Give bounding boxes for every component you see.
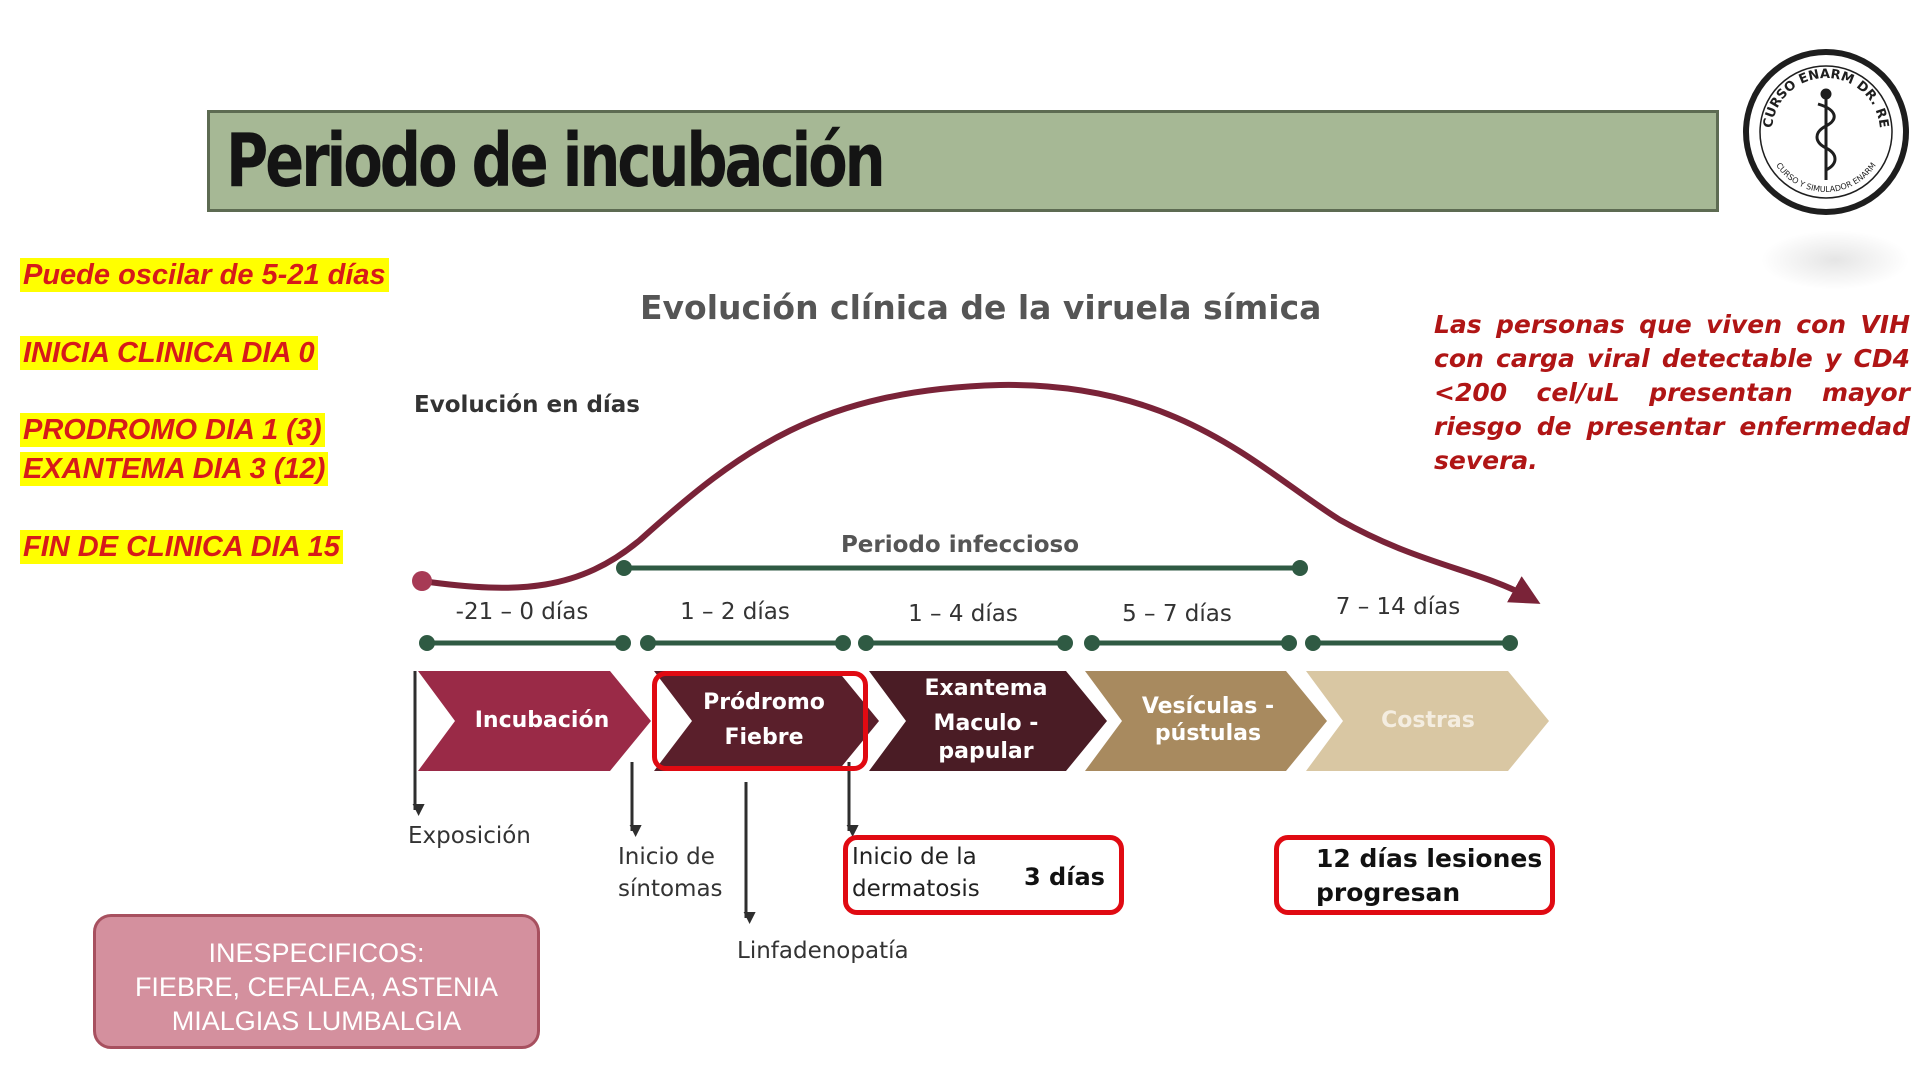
stage-prodrome-line2: Fiebre — [724, 725, 803, 750]
range-label-prodrome: 1 – 2 días — [680, 599, 790, 625]
lesions-progress-line2: progresan — [1316, 878, 1460, 907]
stage-prodrome-line1: Pródromo — [703, 690, 825, 715]
stage-vesicles-line1: Vesículas - — [1142, 694, 1274, 719]
evolution-curve — [421, 381, 1541, 604]
lesions-highlight-box — [1274, 835, 1555, 915]
note-incubation-range: Puede oscilar de 5-21 días — [20, 258, 389, 292]
stage-exanthem-line3: papular — [938, 739, 1033, 764]
symptom-onset-line1: Inicio de — [618, 844, 715, 870]
curve-start-dot — [412, 571, 432, 591]
infectious-period-label: Periodo infeccioso — [841, 532, 1079, 558]
range-label-exanthem: 1 – 4 días — [908, 601, 1018, 627]
nonspecific-line1: INESPECIFICOS: — [208, 938, 425, 968]
stage-incubation-label: Incubación — [475, 708, 610, 733]
nonspecific-symptoms-box: INESPECIFICOS: FIEBRE, CEFALEA, ASTENIA … — [93, 914, 540, 1049]
diagram-title: Evolución clínica de la viruela símica — [640, 288, 1322, 327]
stage-crusts — [1306, 671, 1549, 771]
infectious-start-dot — [616, 560, 632, 576]
lesions-progress-line1: 12 días lesiones — [1316, 844, 1542, 873]
lymphadenopathy-label: Linfadenopatía — [737, 938, 909, 964]
range-label-incubation: -21 – 0 días — [456, 599, 589, 625]
note-clinic-end: FIN DE CLINICA DIA 15 — [20, 530, 343, 564]
nonspecific-line2: FIEBRE, CEFALEA, ASTENIA — [134, 972, 499, 1002]
stage-incubation — [418, 671, 651, 771]
stage-prodrome — [654, 671, 879, 771]
infectious-end-dot — [1292, 560, 1308, 576]
stage-exanthem — [869, 671, 1107, 771]
range-label-crusts: 7 – 14 días — [1336, 594, 1460, 620]
stage-exanthem-line2: Maculo - — [934, 711, 1039, 736]
dermatosis-days-label: 3 días — [1024, 863, 1105, 891]
note-clinic-start: INICIA CLINICA DIA 0 — [20, 336, 318, 370]
note-prodrome: PRODROMO DIA 1 (3) — [20, 413, 325, 447]
page-title: Periodo de incubación — [226, 118, 886, 204]
nonspecific-line3: MIALGIAS LUMBALGIA — [171, 1006, 462, 1036]
dermatosis-highlight-box — [843, 835, 1124, 915]
days-axis-label: Evolución en días — [414, 392, 641, 418]
course-logo: CURSO ENARM DR. RE CURSO Y SIMULADOR ENA… — [1743, 49, 1909, 215]
stage-crusts-label: Costras — [1381, 708, 1475, 733]
dermatosis-onset-line1: Inicio de la — [852, 844, 977, 870]
title-bar: Periodo de incubación — [207, 110, 1719, 212]
stage-exanthem-line1: Exantema — [925, 676, 1048, 701]
prodrome-highlight-box — [652, 671, 868, 771]
exposure-label: Exposición — [408, 823, 531, 849]
stage-vesicles — [1085, 671, 1327, 771]
logo-shadow — [1760, 230, 1910, 290]
range-label-vesicles: 5 – 7 días — [1122, 601, 1232, 627]
note-exanthem: EXANTEMA DIA 3 (12) — [20, 452, 329, 486]
caduceus-icon — [1815, 88, 1837, 180]
stage-vesicles-line2: pústulas — [1155, 721, 1261, 746]
hiv-risk-note: Las personas que viven con VIH con carga… — [1434, 310, 1910, 475]
dermatosis-onset-line2: dermatosis — [852, 876, 980, 902]
symptom-onset-line2: síntomas — [618, 876, 723, 902]
range-segments — [419, 635, 1518, 651]
